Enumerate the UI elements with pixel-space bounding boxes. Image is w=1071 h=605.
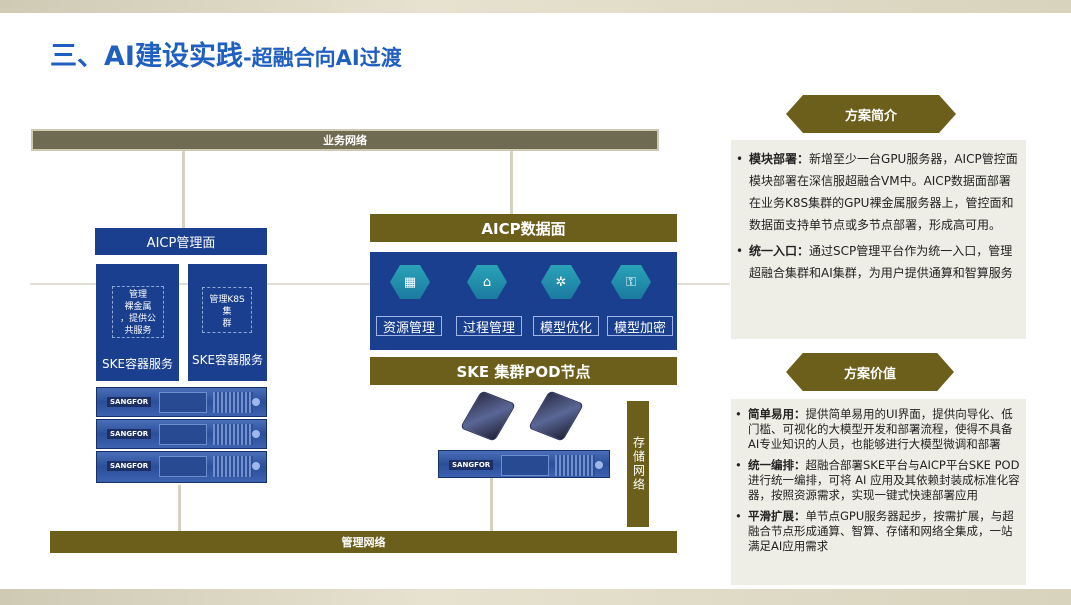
power-icon <box>252 398 260 406</box>
aicp-data-title: AICP数据面 <box>370 214 677 242</box>
brand-logo: SANGFOR <box>107 461 152 471</box>
model-optimization-icon: ✲ <box>541 265 581 299</box>
intro-item-label: 模块部署： <box>749 152 810 166</box>
data-plane-item: 模型加密 <box>607 316 673 336</box>
value-heading: 方案价值 <box>786 353 954 391</box>
brand-logo: SANGFOR <box>107 397 152 407</box>
ske-pod-title: SKE 集群POD节点 <box>370 357 677 385</box>
bare-metal-mgmt-note: 管理 裸金属 ，提供公 共服务 <box>112 286 164 338</box>
intro-item-label: 统一入口： <box>749 244 810 258</box>
intro-item: 模块部署：新增至少一台GPU服务器，AICP管控面模块部署在深信服超融合VM中。… <box>734 148 1018 236</box>
ske-container-label: SKE容器服务 <box>101 357 174 371</box>
server-unit: SANGFOR <box>96 419 267 449</box>
intro-item: 统一入口：通过SCP管理平台作为统一入口，管理超融合集群和AI集群，为用户提供通… <box>734 240 1018 284</box>
gpu-card-icon <box>459 390 517 442</box>
value-item-text: 提供简单易用的UI界面，提供向导化、低门槛、可视化的大模型开发和部署流程，使得不… <box>748 407 1013 451</box>
data-plane-item: 模型优化 <box>533 316 599 336</box>
process-management-icon: ⌂ <box>467 265 507 299</box>
intro-panel: 模块部署：新增至少一台GPU服务器，AICP管控面模块部署在深信服超融合VM中。… <box>731 140 1026 339</box>
intro-heading: 方案简介 <box>786 95 956 133</box>
brand-logo: SANGFOR <box>107 429 152 439</box>
power-icon <box>252 462 260 470</box>
gpu-card-icon <box>527 390 585 442</box>
resource-management-icon: ▦ <box>390 265 430 299</box>
value-item-text: 超融合部署SKE平台与AICP平台SKE POD进行统一编排，可将 AI 应用及… <box>748 458 1020 502</box>
model-encryption-icon: ⚿ <box>611 265 651 299</box>
aicp-mgmt-title: AICP管理面 <box>95 228 267 255</box>
data-plane-item: 过程管理 <box>456 316 522 336</box>
value-item-label: 平滑扩展： <box>748 509 806 523</box>
intro-item-text: 通过SCP管理平台作为统一入口，管理超融合集群和AI集群，为用户提供通算和智算服… <box>749 244 1013 280</box>
top-decor-bar <box>0 0 1071 13</box>
page-title-main: 三、AI建设实践 <box>50 41 243 72</box>
page-title: 三、AI建设实践-超融合向AI过渡 <box>50 34 402 73</box>
value-panel: 简单易用：提供简单易用的UI界面，提供向导化、低门槛、可视化的大模型开发和部署流… <box>731 399 1026 585</box>
storage-network-bar: 存储网络 <box>627 401 649 527</box>
connector-line <box>182 151 185 229</box>
aicp-data-plane: ▦ ⌂ ✲ ⚿ 资源管理 过程管理 模型优化 模型加密 <box>370 252 677 350</box>
value-item-label: 简单易用： <box>748 407 806 421</box>
management-network-bar: 管理网络 <box>50 531 677 553</box>
brand-logo: SANGFOR <box>449 460 494 470</box>
value-item: 统一编排：超融合部署SKE平台与AICP平台SKE POD进行统一编排，可将 A… <box>733 458 1020 503</box>
connector-line <box>178 485 181 533</box>
bottom-decor-bar <box>0 589 1071 605</box>
connector-line <box>510 151 513 215</box>
value-item: 简单易用：提供简单易用的UI界面，提供向导化、低门槛、可视化的大模型开发和部署流… <box>733 407 1020 452</box>
power-icon <box>595 461 603 469</box>
data-plane-item: 资源管理 <box>376 316 442 336</box>
value-item-label: 统一编排： <box>748 458 806 472</box>
intro-item-text: 新增至少一台GPU服务器，AICP管控面模块部署在深信服超融合VM中。AICP数… <box>749 152 1018 232</box>
gpu-server-unit: SANGFOR <box>438 450 610 478</box>
ske-container-label: SKE容器服务 <box>191 353 264 367</box>
value-item: 平滑扩展：单节点GPU服务器起步，按需扩展，与超融合节点形成通算、智算、存储和网… <box>733 509 1020 554</box>
page-title-sub: -超融合向AI过渡 <box>242 46 402 70</box>
power-icon <box>252 430 260 438</box>
ske-container-box-1: 管理 裸金属 ，提供公 共服务 SKE容器服务 <box>96 264 179 381</box>
business-network-bar: 业务网络 <box>31 129 659 151</box>
connector-line <box>490 478 493 532</box>
server-unit: SANGFOR <box>96 451 267 483</box>
k8s-mgmt-note: 管理K8S集 群 <box>202 287 252 333</box>
server-unit: SANGFOR <box>96 387 267 417</box>
ske-container-box-2: 管理K8S集 群 SKE容器服务 <box>188 264 267 381</box>
value-item-text: 单节点GPU服务器起步，按需扩展，与超融合节点形成通算、智算、存储和网络全集成，… <box>748 509 1014 553</box>
